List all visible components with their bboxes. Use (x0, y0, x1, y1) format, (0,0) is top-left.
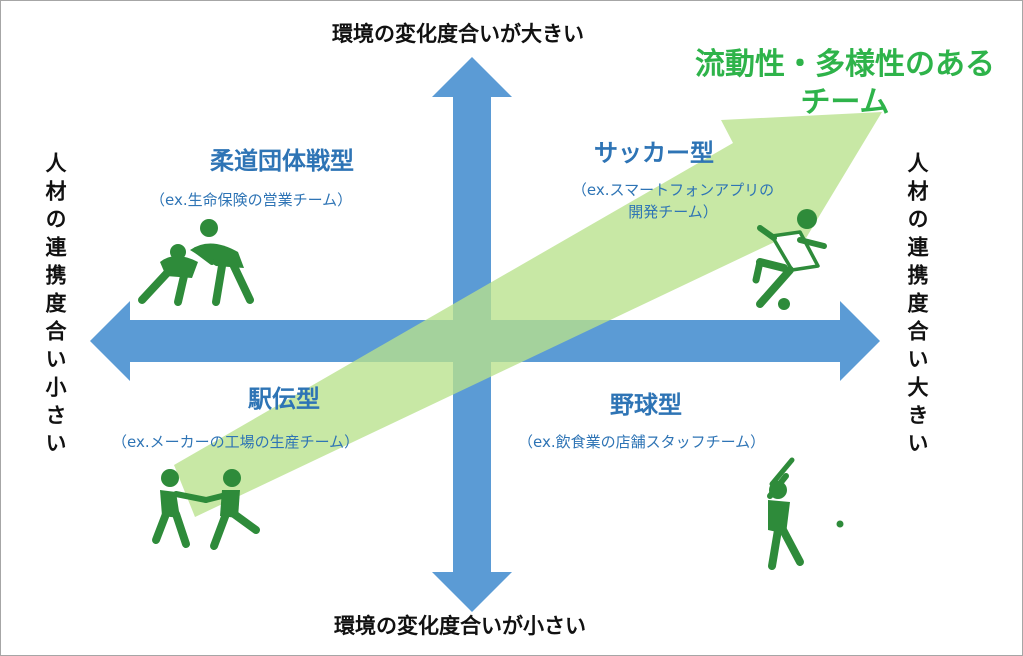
quadrant-bottom-left-title: 駅伝型 (248, 385, 320, 413)
quadrant-top-left-example: （ex.生命保険の営業チーム） (150, 191, 353, 209)
judo-wrestlers-icon (138, 219, 254, 306)
soccer-player-icon (752, 209, 827, 310)
quadrant-top-right-example: （ex.スマートフォンアプリの 開発チーム） (538, 180, 808, 224)
baseball-batter-icon (767, 457, 844, 570)
trend-label-line1: 流動性・多様性のある (695, 47, 995, 82)
axis-label-top: 環境の変化度合いが大きい (332, 22, 584, 46)
quadrant-top-right-example-line2: 開発チーム） (628, 202, 718, 221)
trend-label-line2: チーム (800, 84, 890, 120)
quadrant-top-right-title: サッカー型 (594, 139, 714, 167)
quadrant-bottom-right-example: （ex.飲食業の店舗スタッフチーム） (518, 433, 766, 451)
axis-label-left: 人材の連携度合い小さい (43, 152, 67, 460)
relay-runners-icon (152, 469, 260, 550)
axis-label-bottom: 環境の変化度合いが小さい (334, 614, 586, 638)
trend-arrow (174, 112, 882, 517)
quadrant-bottom-left-example: （ex.メーカーの工場の生産チーム） (112, 433, 360, 451)
quadrant-bottom-right-title: 野球型 (610, 391, 682, 419)
quadrant-top-right-example-line1: （ex.スマートフォンアプリの (571, 181, 775, 199)
axis-label-right: 人材の連携度合い大きい (905, 152, 929, 460)
trend-label: 流動性・多様性のある チーム (680, 46, 1010, 121)
quadrant-top-left-title: 柔道団体戦型 (210, 147, 354, 175)
